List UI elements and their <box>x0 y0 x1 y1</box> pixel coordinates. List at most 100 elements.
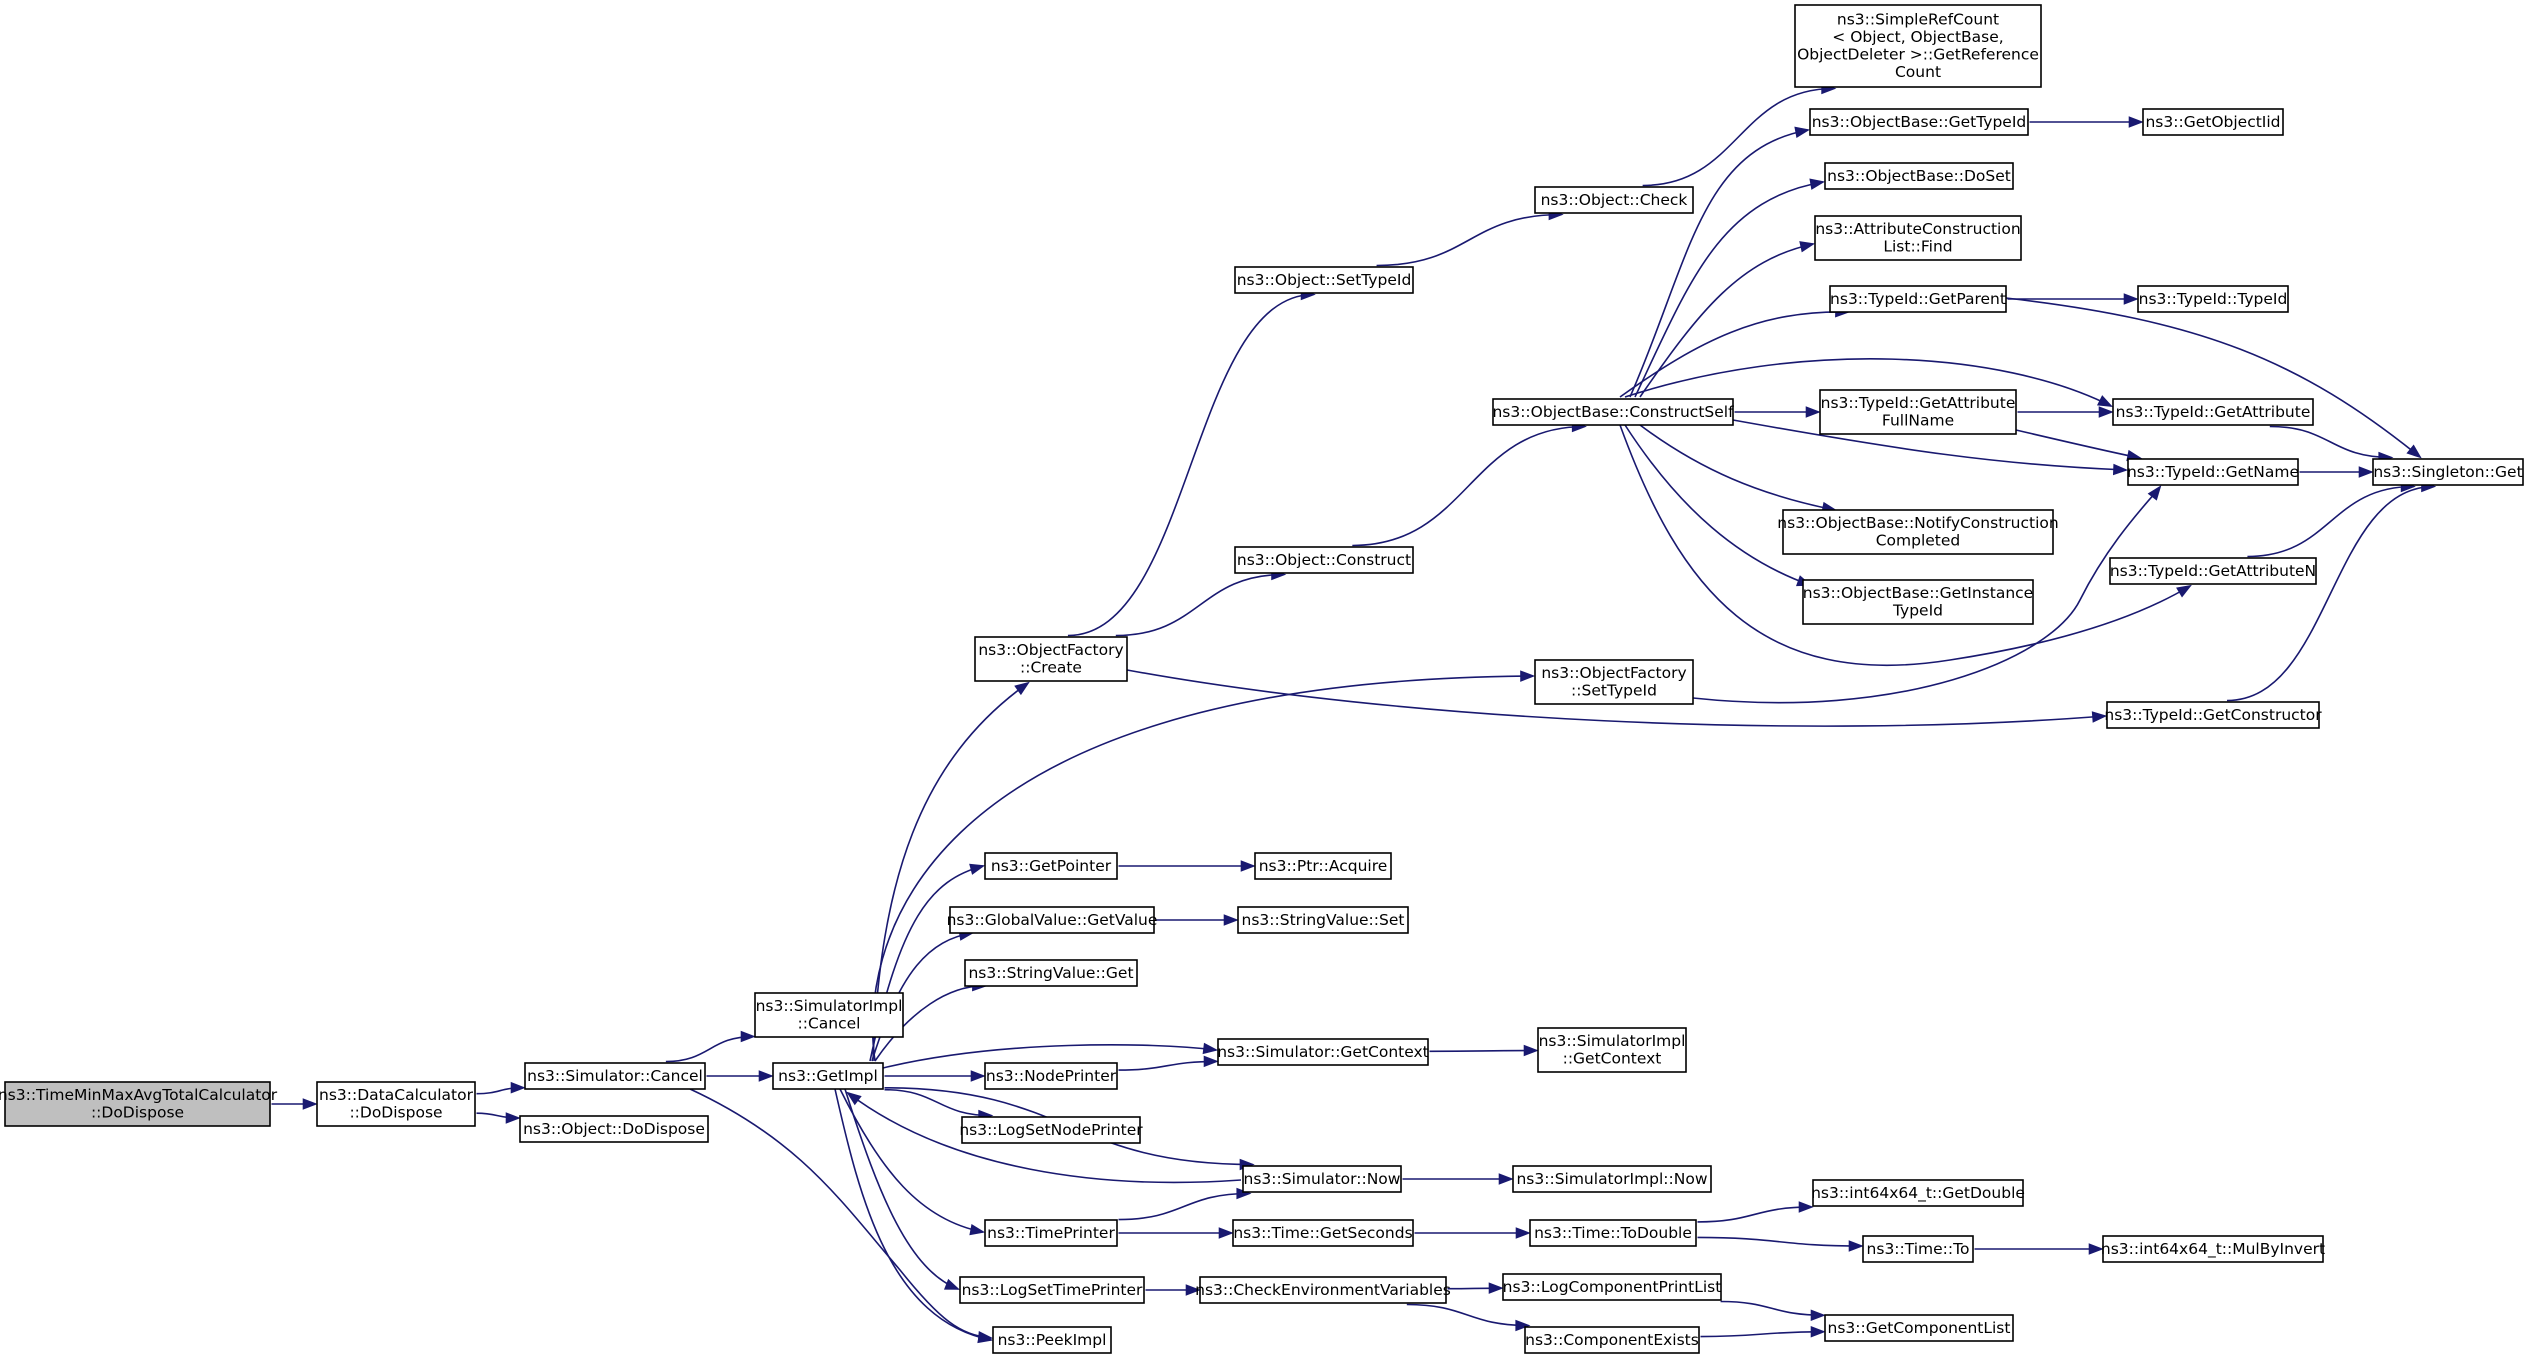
node-ptr_acquire[interactable]: ns3::Ptr::Acquire <box>1254 852 1392 880</box>
node-sim_now[interactable]: ns3::Simulator::Now <box>1242 1165 1402 1193</box>
node-getimpl[interactable]: ns3::GetImpl <box>772 1062 884 1090</box>
node-nodeprinter[interactable]: ns3::NodePrinter <box>984 1062 1118 1090</box>
edge-logcomponentprintlist-to-getcomponentlist <box>1720 1300 1826 1322</box>
node-label: ns3::SimpleRefCount <box>1837 11 1999 29</box>
edge-typeid_getattributefullname-to-typeid_getname <box>2015 429 2143 462</box>
node-time_getseconds[interactable]: ns3::Time::GetSeconds <box>1232 1219 1414 1247</box>
node-objfactory_settypeid[interactable]: ns3::ObjectFactory::SetTypeId <box>1534 659 1694 705</box>
node-label: ns3::Ptr::Acquire <box>1259 857 1388 875</box>
node-getobjectiid[interactable]: ns3::GetObjectIid <box>2142 108 2284 136</box>
node-typeid_getname[interactable]: ns3::TypeId::GetName <box>2127 458 2299 486</box>
node-label: ns3::Time::To <box>1867 1240 1970 1258</box>
node-time_todouble[interactable]: ns3::Time::ToDouble <box>1529 1219 1697 1247</box>
edge-root-to-dc_dodispose <box>271 1098 318 1110</box>
edge-typeid_getparent-to-typeid_typeid <box>2007 293 2139 305</box>
edge-time_getseconds-to-time_todouble <box>1414 1227 1531 1239</box>
node-time_to[interactable]: ns3::Time::To <box>1862 1235 1974 1263</box>
edge-objbase_constructself-to-typeid_getattribute <box>1624 358 2113 408</box>
edge-globalvalue_getvalue-to-stringvalue_set <box>1155 914 1239 926</box>
node-singleton_get[interactable]: ns3::Singleton::Get <box>2372 458 2524 486</box>
edge-getimpl-to-peekimpl <box>834 1088 994 1344</box>
node-obj_dodispose[interactable]: ns3::Object::DoDispose <box>519 1115 709 1143</box>
node-label: ns3::ObjectBase::ConstructSelf <box>1492 403 1734 421</box>
edge-getimpl-to-logsetnodeprinter <box>884 1088 994 1122</box>
node-stringvalue_get[interactable]: ns3::StringValue::Get <box>964 959 1138 987</box>
node-logcomponentprintlist[interactable]: ns3::LogComponentPrintList <box>1502 1273 1722 1301</box>
node-int64_getdouble[interactable]: ns3::int64x64_t::GetDouble <box>1811 1179 2025 1207</box>
node-simimpl_cancel[interactable]: ns3::SimulatorImpl::Cancel <box>754 992 904 1038</box>
edge-time_todouble-to-int64_getdouble <box>1697 1201 1814 1223</box>
node-typeid_getattributen[interactable]: ns3::TypeId::GetAttributeN <box>2109 557 2317 585</box>
node-objbase_notifyconstructioncompleted[interactable]: ns3::ObjectBase::NotifyConstructionCompl… <box>1777 509 2059 555</box>
node-checkenv[interactable]: ns3::CheckEnvironmentVariables <box>1195 1276 1451 1304</box>
edge-checkenv-to-logcomponentprintlist <box>1447 1282 1504 1294</box>
edge-objfactory_create-to-typeid_getconstructor <box>1126 669 2108 727</box>
node-typeid_getconstructor[interactable]: ns3::TypeId::GetConstructor <box>2104 701 2322 729</box>
edge-componentexists-to-getcomponentlist <box>1700 1325 1826 1338</box>
node-label: ns3::Simulator::Now <box>1244 1170 1401 1188</box>
node-label: ns3::GetComponentList <box>1828 1319 2011 1337</box>
node-peekimpl[interactable]: ns3::PeekImpl <box>992 1326 1112 1354</box>
node-sim_getcontext[interactable]: ns3::Simulator::GetContext <box>1217 1038 1429 1066</box>
node-simplerefcount[interactable]: ns3::SimpleRefCount< Object, ObjectBase,… <box>1794 4 2042 88</box>
node-label: Completed <box>1876 532 1961 550</box>
edge-dc_dodispose-to-obj_dodispose <box>476 1112 521 1124</box>
edge-sim_cancel-to-getimpl <box>706 1070 774 1082</box>
node-label: ns3::ComponentExists <box>1525 1331 1699 1349</box>
node-objbase_doset[interactable]: ns3::ObjectBase::DoSet <box>1824 162 2014 190</box>
node-getpointer[interactable]: ns3::GetPointer <box>984 852 1118 880</box>
node-objbase_gettypeid[interactable]: ns3::ObjectBase::GetTypeId <box>1809 108 2029 136</box>
node-label: ns3::LogSetTimePrinter <box>962 1281 1143 1299</box>
node-obj_construct[interactable]: ns3::Object::Construct <box>1234 546 1414 574</box>
node-label: ns3::LogSetNodePrinter <box>959 1121 1143 1139</box>
edge-objfactory_create-to-obj_settypeid <box>1067 288 1316 637</box>
node-stringvalue_set[interactable]: ns3::StringValue::Set <box>1237 906 1409 934</box>
node-objbase_constructself[interactable]: ns3::ObjectBase::ConstructSelf <box>1492 398 1734 426</box>
edge-sim_cancel-to-simimpl_cancel <box>665 1030 756 1063</box>
node-timeprinter[interactable]: ns3::TimePrinter <box>984 1219 1118 1247</box>
node-obj_settypeid[interactable]: ns3::Object::SetTypeId <box>1234 266 1414 294</box>
edge-obj_check-to-simplerefcount <box>1642 82 1837 187</box>
edge-typeid_getconstructor-to-singleton_get <box>2227 480 2437 702</box>
edge-objbase_constructself-to-objbase_doset <box>1634 178 1826 398</box>
node-label: ns3::Object::DoDispose <box>523 1120 705 1138</box>
node-simimpl_now[interactable]: ns3::SimulatorImpl::Now <box>1512 1165 1712 1193</box>
node-label: ns3::Simulator::GetContext <box>1217 1043 1429 1061</box>
edge-logsettimeprinter-to-checkenv <box>1145 1284 1201 1296</box>
node-objfactory_create[interactable]: ns3::ObjectFactory::Create <box>974 636 1128 682</box>
node-getcomponentlist[interactable]: ns3::GetComponentList <box>1824 1314 2014 1342</box>
node-label: ns3::TypeId::TypeId <box>2139 290 2288 308</box>
node-label: ns3::GlobalValue::GetValue <box>947 911 1158 929</box>
node-int64_mulbyinvert[interactable]: ns3::int64x64_t::MulByInvert <box>2101 1235 2325 1263</box>
node-label: FullName <box>1882 412 1954 430</box>
node-globalvalue_getvalue[interactable]: ns3::GlobalValue::GetValue <box>947 906 1158 934</box>
edge-time_to-to-int64_mulbyinvert <box>1974 1243 2104 1255</box>
node-label: ::DoDispose <box>91 1104 184 1122</box>
edge-objbase_constructself-to-typeid_getparent <box>1619 305 1851 398</box>
call-edges <box>271 82 2437 1344</box>
edge-timeprinter-to-sim_now <box>1118 1187 1252 1221</box>
node-dc_dodispose[interactable]: ns3::DataCalculator::DoDispose <box>316 1081 476 1127</box>
node-typeid_getparent[interactable]: ns3::TypeId::GetParent <box>1829 285 2007 313</box>
node-label: ::Cancel <box>798 1015 861 1033</box>
node-typeid_typeid[interactable]: ns3::TypeId::TypeId <box>2137 285 2289 313</box>
edge-typeid_getattributen-to-singleton_get <box>2247 480 2416 558</box>
node-label: ns3::NodePrinter <box>986 1067 1117 1085</box>
node-logsetnodeprinter[interactable]: ns3::LogSetNodePrinter <box>959 1116 1143 1144</box>
node-label: ::SetTypeId <box>1571 682 1657 700</box>
edge-objbase_gettypeid-to-getobjectiid <box>2029 116 2144 128</box>
node-label: ns3::GetPointer <box>991 857 1112 875</box>
node-componentexists[interactable]: ns3::ComponentExists <box>1524 1326 1700 1354</box>
node-obj_check[interactable]: ns3::Object::Check <box>1534 186 1694 214</box>
edge-objfactory_create-to-obj_construct <box>1115 568 1287 637</box>
node-typeid_getattribute[interactable]: ns3::TypeId::GetAttribute <box>2112 398 2314 426</box>
node-sim_cancel[interactable]: ns3::Simulator::Cancel <box>524 1062 706 1090</box>
node-logsettimeprinter[interactable]: ns3::LogSetTimePrinter <box>959 1276 1145 1304</box>
node-simimpl_getcontext[interactable]: ns3::SimulatorImpl::GetContext <box>1537 1027 1687 1073</box>
node-label: < Object, ObjectBase, <box>1832 28 2003 46</box>
node-label: ns3::GetImpl <box>778 1067 878 1085</box>
